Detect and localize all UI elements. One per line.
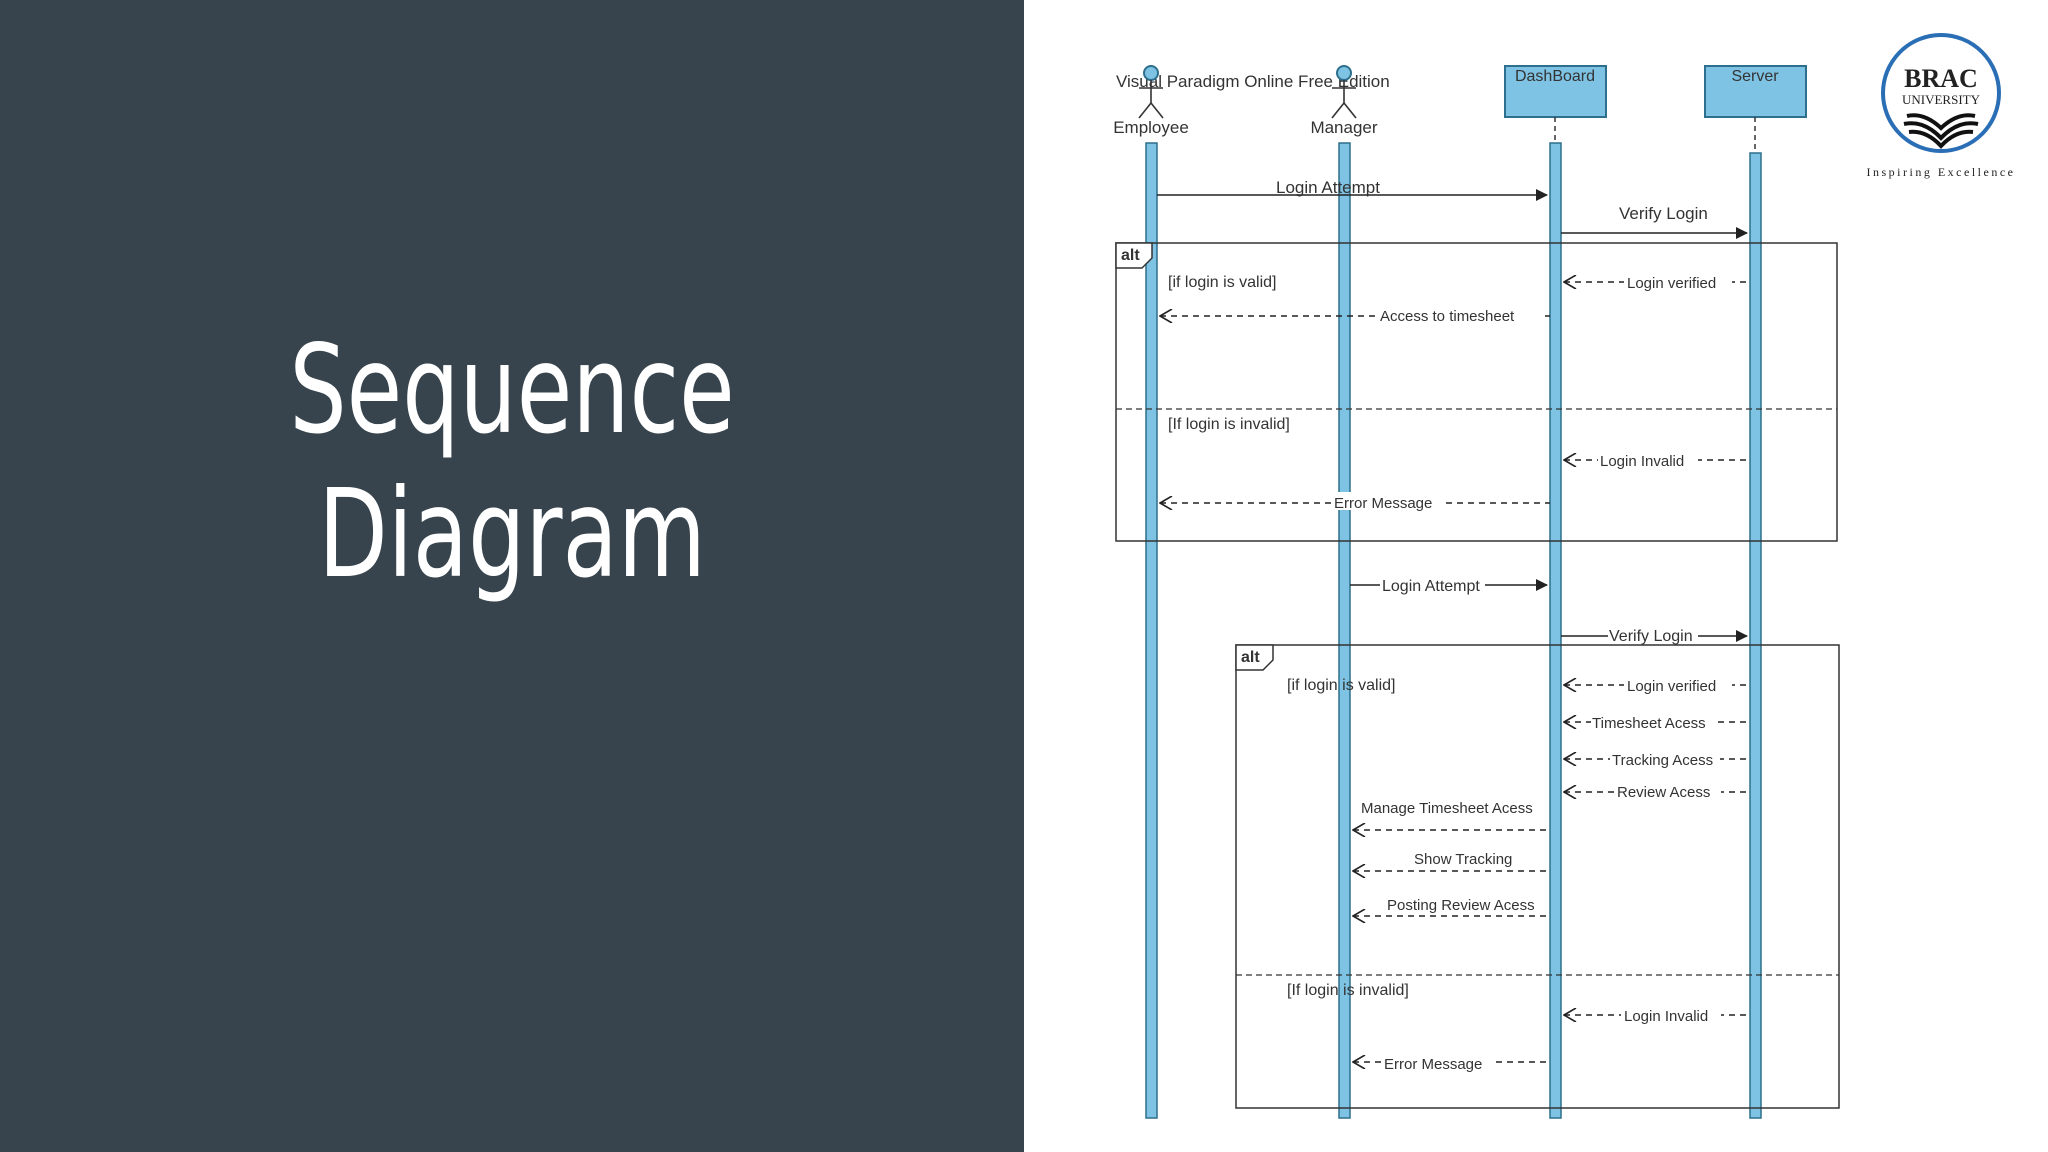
message-16: Error Message (1353, 1051, 1550, 1073)
actor-label-employee: Employee (1113, 118, 1189, 137)
fragment-2-guard-valid: [if login is valid] (1287, 677, 1396, 694)
left-panel: Sequence Diagram (0, 0, 1024, 1152)
watermark-text: Visual Paradigm Online Free Edition (1116, 72, 1390, 91)
actor-employee: Employee (1113, 65, 1189, 137)
message-label: Error Message (1334, 495, 1432, 512)
message-5: Error Message (1160, 492, 1550, 512)
message-1: Verify Login (1561, 204, 1748, 239)
message-8: Login verified (1564, 674, 1750, 695)
message-3: Access to timesheet (1160, 305, 1550, 325)
message-10: Tracking Acess (1564, 748, 1750, 769)
message-15: Login Invalid (1564, 1004, 1750, 1025)
message-6: Login Attempt (1350, 574, 1548, 595)
object-server: Server (1704, 65, 1807, 153)
fragment-1-guard-valid: [if login is valid] (1168, 274, 1277, 291)
message-0: Login Attempt (1157, 178, 1548, 201)
slide-title-line1: Sequence (289, 319, 735, 461)
message-label: Login Attempt (1382, 578, 1480, 595)
actor-head-icon (1143, 65, 1159, 81)
message-label: Verify Login (1609, 628, 1693, 645)
logo-subtitle: UNIVERSITY (1902, 92, 1981, 107)
actor-manager: Manager (1310, 65, 1378, 137)
lifeline-server (1749, 152, 1762, 1119)
object-label-dashboard: DashBoard (1515, 68, 1595, 85)
message-label: Review Acess (1617, 784, 1710, 801)
logo-tagline: Inspiring Excellence (1867, 165, 2016, 179)
sequence-diagram: Visual Paradigm Online Free Edition Empl… (1113, 33, 2016, 1119)
message-label: Login Invalid (1624, 1008, 1708, 1025)
message-7: Verify Login (1561, 625, 1748, 645)
alt-fragment-1: alt [if login is valid] [If login is inv… (1115, 242, 1838, 542)
diagram-panel: Visual Paradigm Online Free Edition Empl… (1024, 0, 2048, 1152)
message-9: Timesheet Acess (1564, 711, 1750, 732)
message-label: Verify Login (1619, 204, 1708, 223)
fragment-1-guard-invalid: [If login is invalid] (1168, 416, 1290, 433)
message-11: Review Acess (1564, 781, 1750, 801)
brac-university-logo: BRAC UNIVERSITY Inspiring Excellence (1867, 33, 2016, 179)
message-label: Show Tracking (1414, 851, 1512, 868)
message-label: Login verified (1627, 678, 1716, 695)
message-label: Timesheet Acess (1592, 715, 1706, 732)
message-2: Login verified (1564, 271, 1750, 292)
actor-head-icon (1336, 65, 1352, 81)
message-4: Login Invalid (1564, 449, 1750, 470)
book-icon (1903, 113, 1979, 149)
lifeline-manager (1338, 142, 1351, 1119)
message-12: Manage Timesheet Acess (1353, 800, 1550, 830)
logo-name: BRAC (1904, 64, 1978, 93)
message-label: Access to timesheet (1380, 308, 1515, 325)
object-label-server: Server (1731, 68, 1779, 85)
message-label: Login Attempt (1276, 178, 1380, 197)
message-label: Error Message (1384, 1056, 1482, 1073)
object-dashboard: DashBoard (1504, 65, 1607, 143)
lifeline-employee (1145, 142, 1158, 1119)
slide-title: Sequence Diagram (133, 318, 891, 606)
message-14: Posting Review Acess (1353, 897, 1550, 916)
fragment-2-operator: alt (1241, 649, 1260, 666)
message-label: Login verified (1627, 275, 1716, 292)
slide-title-line2: Diagram (318, 463, 706, 605)
message-label: Tracking Acess (1612, 752, 1713, 769)
message-label: Manage Timesheet Acess (1361, 800, 1533, 817)
lifeline-dashboard (1549, 142, 1562, 1119)
fragment-1-operator: alt (1121, 247, 1140, 264)
alt-fragment-2: alt [if login is valid] [If login is inv… (1235, 644, 1840, 1109)
message-label: Posting Review Acess (1387, 897, 1535, 914)
actor-label-manager: Manager (1310, 118, 1377, 137)
fragment-2-guard-invalid: [If login is invalid] (1287, 982, 1409, 999)
message-13: Show Tracking (1353, 851, 1550, 871)
message-label: Login Invalid (1600, 453, 1684, 470)
